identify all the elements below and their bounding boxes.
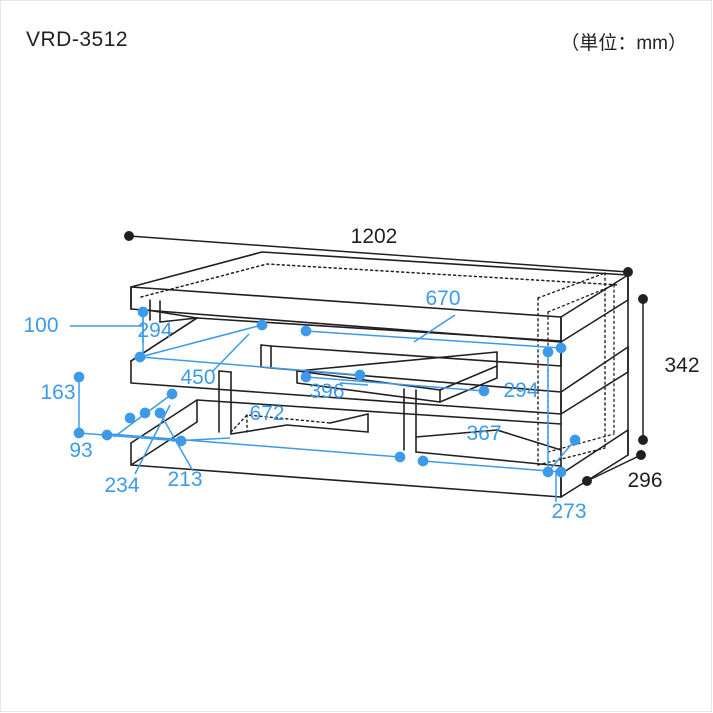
dimline-93 — [78, 432, 182, 442]
top-panel-hidden-edge — [140, 263, 620, 298]
dimdot-273-back — [569, 434, 581, 446]
leader-273-diag — [547, 439, 576, 473]
dimdot-396-right — [478, 385, 490, 397]
bottom-board-right-top — [560, 429, 629, 475]
top-panel-top-face — [130, 251, 629, 318]
dimline-depth-296 — [586, 454, 642, 482]
dimdot-670-right — [555, 342, 567, 354]
dimension-labels: 1202 342 296 100 294 163 93 234 213 450 … — [23, 225, 699, 523]
dim-label-367: 367 — [466, 422, 501, 445]
dimdot-294-span-end — [354, 369, 366, 381]
dimdot-396-left — [300, 371, 312, 383]
dimline-672 — [109, 433, 401, 458]
dim-label-213: 213 — [167, 468, 202, 491]
unit-note-label: （単位：mm） — [560, 33, 687, 54]
model-number-title: VRD-3512 — [26, 28, 129, 51]
dimdot-294-left-b — [256, 319, 268, 331]
overall-dimension-lines — [124, 231, 648, 486]
dimdot-367-right — [555, 466, 567, 478]
dim-label-width-1202: 1202 — [351, 225, 398, 248]
dim-label-396: 396 — [309, 380, 344, 403]
dimline-294-left — [139, 324, 263, 358]
right-interior-hidden-bottom — [537, 447, 606, 466]
detail-dimension-lines — [70, 306, 581, 502]
bottom-board-left-lower — [130, 421, 198, 466]
middle-floating-shelf-front — [296, 370, 441, 403]
dimdot-height-bottom — [638, 435, 648, 445]
top-panel-right-edge — [560, 274, 629, 343]
leader-213 — [159, 412, 194, 472]
upper-left-inner-bottom — [140, 308, 198, 319]
dim-label-294-left: 294 — [137, 319, 172, 342]
dimdot-213-b — [154, 407, 166, 419]
upper-shelf-right-top — [560, 346, 629, 393]
dimdot-294-right-top — [542, 346, 554, 358]
dimline-672-aux — [171, 437, 231, 442]
dim-label-depth-296: 296 — [627, 469, 662, 492]
leader-670 — [413, 314, 456, 343]
lower-left-inner-bottom — [230, 424, 369, 435]
leader-450 — [212, 333, 250, 372]
dimdot-234-b — [124, 412, 136, 424]
dim-label-670: 670 — [425, 287, 460, 310]
dim-label-163: 163 — [40, 381, 75, 404]
dim-label-234: 234 — [104, 474, 139, 497]
upper-left-inner-diag — [159, 317, 198, 323]
dim-label-450: 450 — [180, 366, 215, 389]
dim-label-93: 93 — [69, 439, 92, 462]
dimdot-depth-back — [636, 450, 646, 460]
dimdot-93-a — [101, 429, 113, 441]
leader-396 — [339, 382, 369, 386]
dimdot-width-left — [124, 231, 134, 241]
dim-label-273: 273 — [551, 500, 586, 523]
dimdot-width-right — [623, 267, 633, 277]
dimline-367 — [422, 460, 562, 473]
dim-label-294-right: 294 — [503, 379, 538, 402]
lower-right-inner-bottom-front — [415, 451, 562, 467]
middle-floating-shelf-right — [439, 365, 498, 403]
dimline-396 — [305, 376, 485, 392]
dim-label-height-342: 342 — [664, 354, 699, 377]
right-interior-hidden-top — [537, 272, 606, 299]
leader-234 — [134, 404, 171, 475]
dim-label-672: 672 — [249, 402, 284, 425]
dimdot-163-top — [73, 371, 85, 383]
dimline-width-1202 — [128, 235, 629, 273]
lower-left-divider-top — [218, 370, 232, 373]
lower-left-inner-right-diag — [329, 413, 369, 424]
dimdot-670-left — [300, 325, 312, 337]
dim-label-100: 100 — [23, 314, 58, 337]
leader-234-diag — [113, 393, 173, 438]
lower-right-inner-diag — [496, 429, 562, 451]
upper-right-inner-top — [270, 345, 562, 367]
dimdot-672-right — [394, 451, 406, 463]
dimline-294-span — [139, 356, 361, 376]
right-interior-hidden-5 — [547, 433, 615, 453]
lower-right-inner-bottom-back — [415, 429, 498, 438]
upper-shelf-right-end — [560, 346, 629, 415]
upper-divider-a-top — [260, 344, 272, 347]
dimdot-100-top — [137, 306, 149, 318]
dimdot-depth-front — [582, 476, 592, 486]
dimline-670-top — [305, 330, 562, 349]
dimdot-height-top — [638, 294, 648, 304]
dimdot-367-left — [417, 455, 429, 467]
right-interior-hidden-4 — [547, 284, 615, 313]
